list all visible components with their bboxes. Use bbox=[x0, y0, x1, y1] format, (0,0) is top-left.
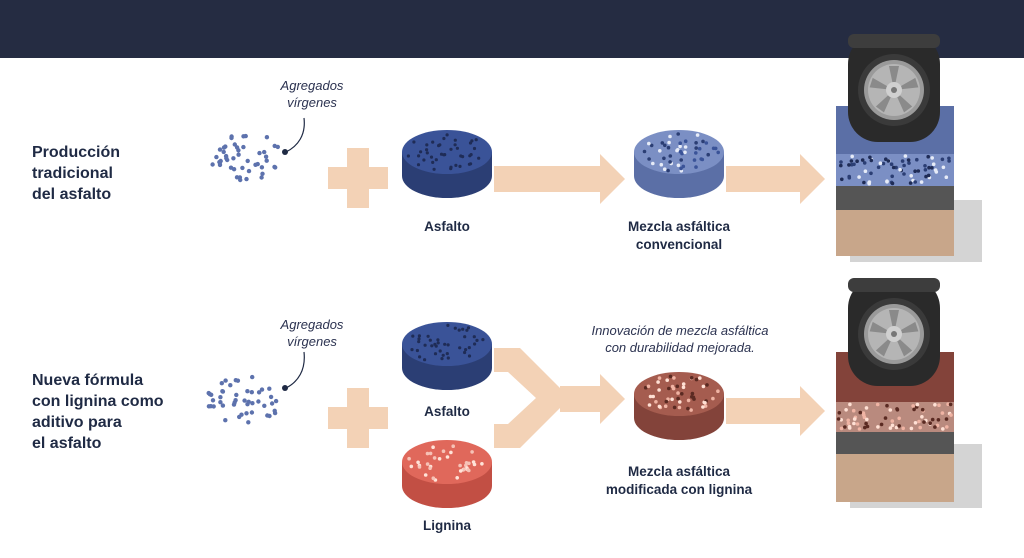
plus-icon bbox=[328, 148, 388, 208]
mix-label-line: convencional bbox=[635, 237, 723, 252]
plus-icon bbox=[328, 388, 388, 448]
aggregates-label-line: Agregados bbox=[280, 78, 344, 93]
asphalt-disc-icon bbox=[402, 322, 492, 390]
tire-icon bbox=[848, 278, 940, 386]
arrow-right-icon bbox=[726, 386, 825, 436]
title-line: el asfalto bbox=[32, 435, 102, 452]
title-line: aditivo para bbox=[32, 414, 122, 431]
innovation-line: Innovación de mezcla asfáltica bbox=[591, 323, 769, 338]
mix-label-line: Mezcla asfáltica bbox=[627, 464, 731, 479]
asphalt-label-text: Asfalto bbox=[424, 404, 470, 419]
aggregates-label: Agregados vírgenes bbox=[262, 77, 362, 111]
lignin-mix-disc-icon bbox=[634, 372, 724, 440]
tire-icon bbox=[848, 34, 940, 142]
innovation-note: Innovación de mezcla asfáltica con durab… bbox=[560, 322, 800, 356]
mix-label-line: modificada con lignina bbox=[605, 482, 753, 497]
asphalt-label-text: Asfalto bbox=[424, 219, 470, 234]
row-title-traditional: Producción tradicional del asfalto bbox=[32, 142, 202, 205]
aggregates-label-line: vírgenes bbox=[287, 334, 337, 349]
asphalt-label: Asfalto bbox=[402, 403, 492, 421]
aggregates-pointer-line bbox=[285, 351, 305, 389]
asphalt-label: Asfalto bbox=[402, 218, 492, 236]
row-title-lignin: Nueva fórmula con lignina como aditivo p… bbox=[32, 370, 202, 454]
lignin-label: Lignina bbox=[402, 517, 492, 535]
aggregates-dots-lignin bbox=[206, 374, 279, 425]
lignin-label-text: Lignina bbox=[423, 518, 471, 533]
lignin-disc-icon bbox=[402, 440, 492, 508]
aggregates-label-line: vírgenes bbox=[287, 95, 337, 110]
merge-arrow-icon bbox=[494, 348, 625, 448]
title-line: Nueva fórmula bbox=[32, 372, 144, 389]
conventional-mix-disc-icon bbox=[634, 130, 724, 198]
aggregates-label: Agregados vírgenes bbox=[262, 316, 362, 350]
conventional-mix-label: Mezcla asfáltica convencional bbox=[609, 218, 749, 254]
title-line: del asfalto bbox=[32, 186, 112, 203]
title-line: tradicional bbox=[32, 165, 113, 182]
title-line: con lignina como bbox=[32, 393, 164, 410]
arrow-right-icon bbox=[494, 154, 625, 204]
mix-label-line: Mezcla asfáltica bbox=[627, 219, 731, 234]
arrow-right-icon bbox=[726, 154, 825, 204]
lignin-mix-label: Mezcla asfáltica modificada con lignina bbox=[594, 463, 764, 499]
innovation-line: con durabilidad mejorada. bbox=[605, 340, 755, 355]
aggregates-pointer-line bbox=[285, 117, 305, 153]
aggregates-label-line: Agregados bbox=[280, 317, 344, 332]
aggregates-dots-traditional bbox=[210, 133, 280, 183]
asphalt-disc-icon bbox=[402, 130, 492, 198]
title-line: Producción bbox=[32, 144, 121, 161]
